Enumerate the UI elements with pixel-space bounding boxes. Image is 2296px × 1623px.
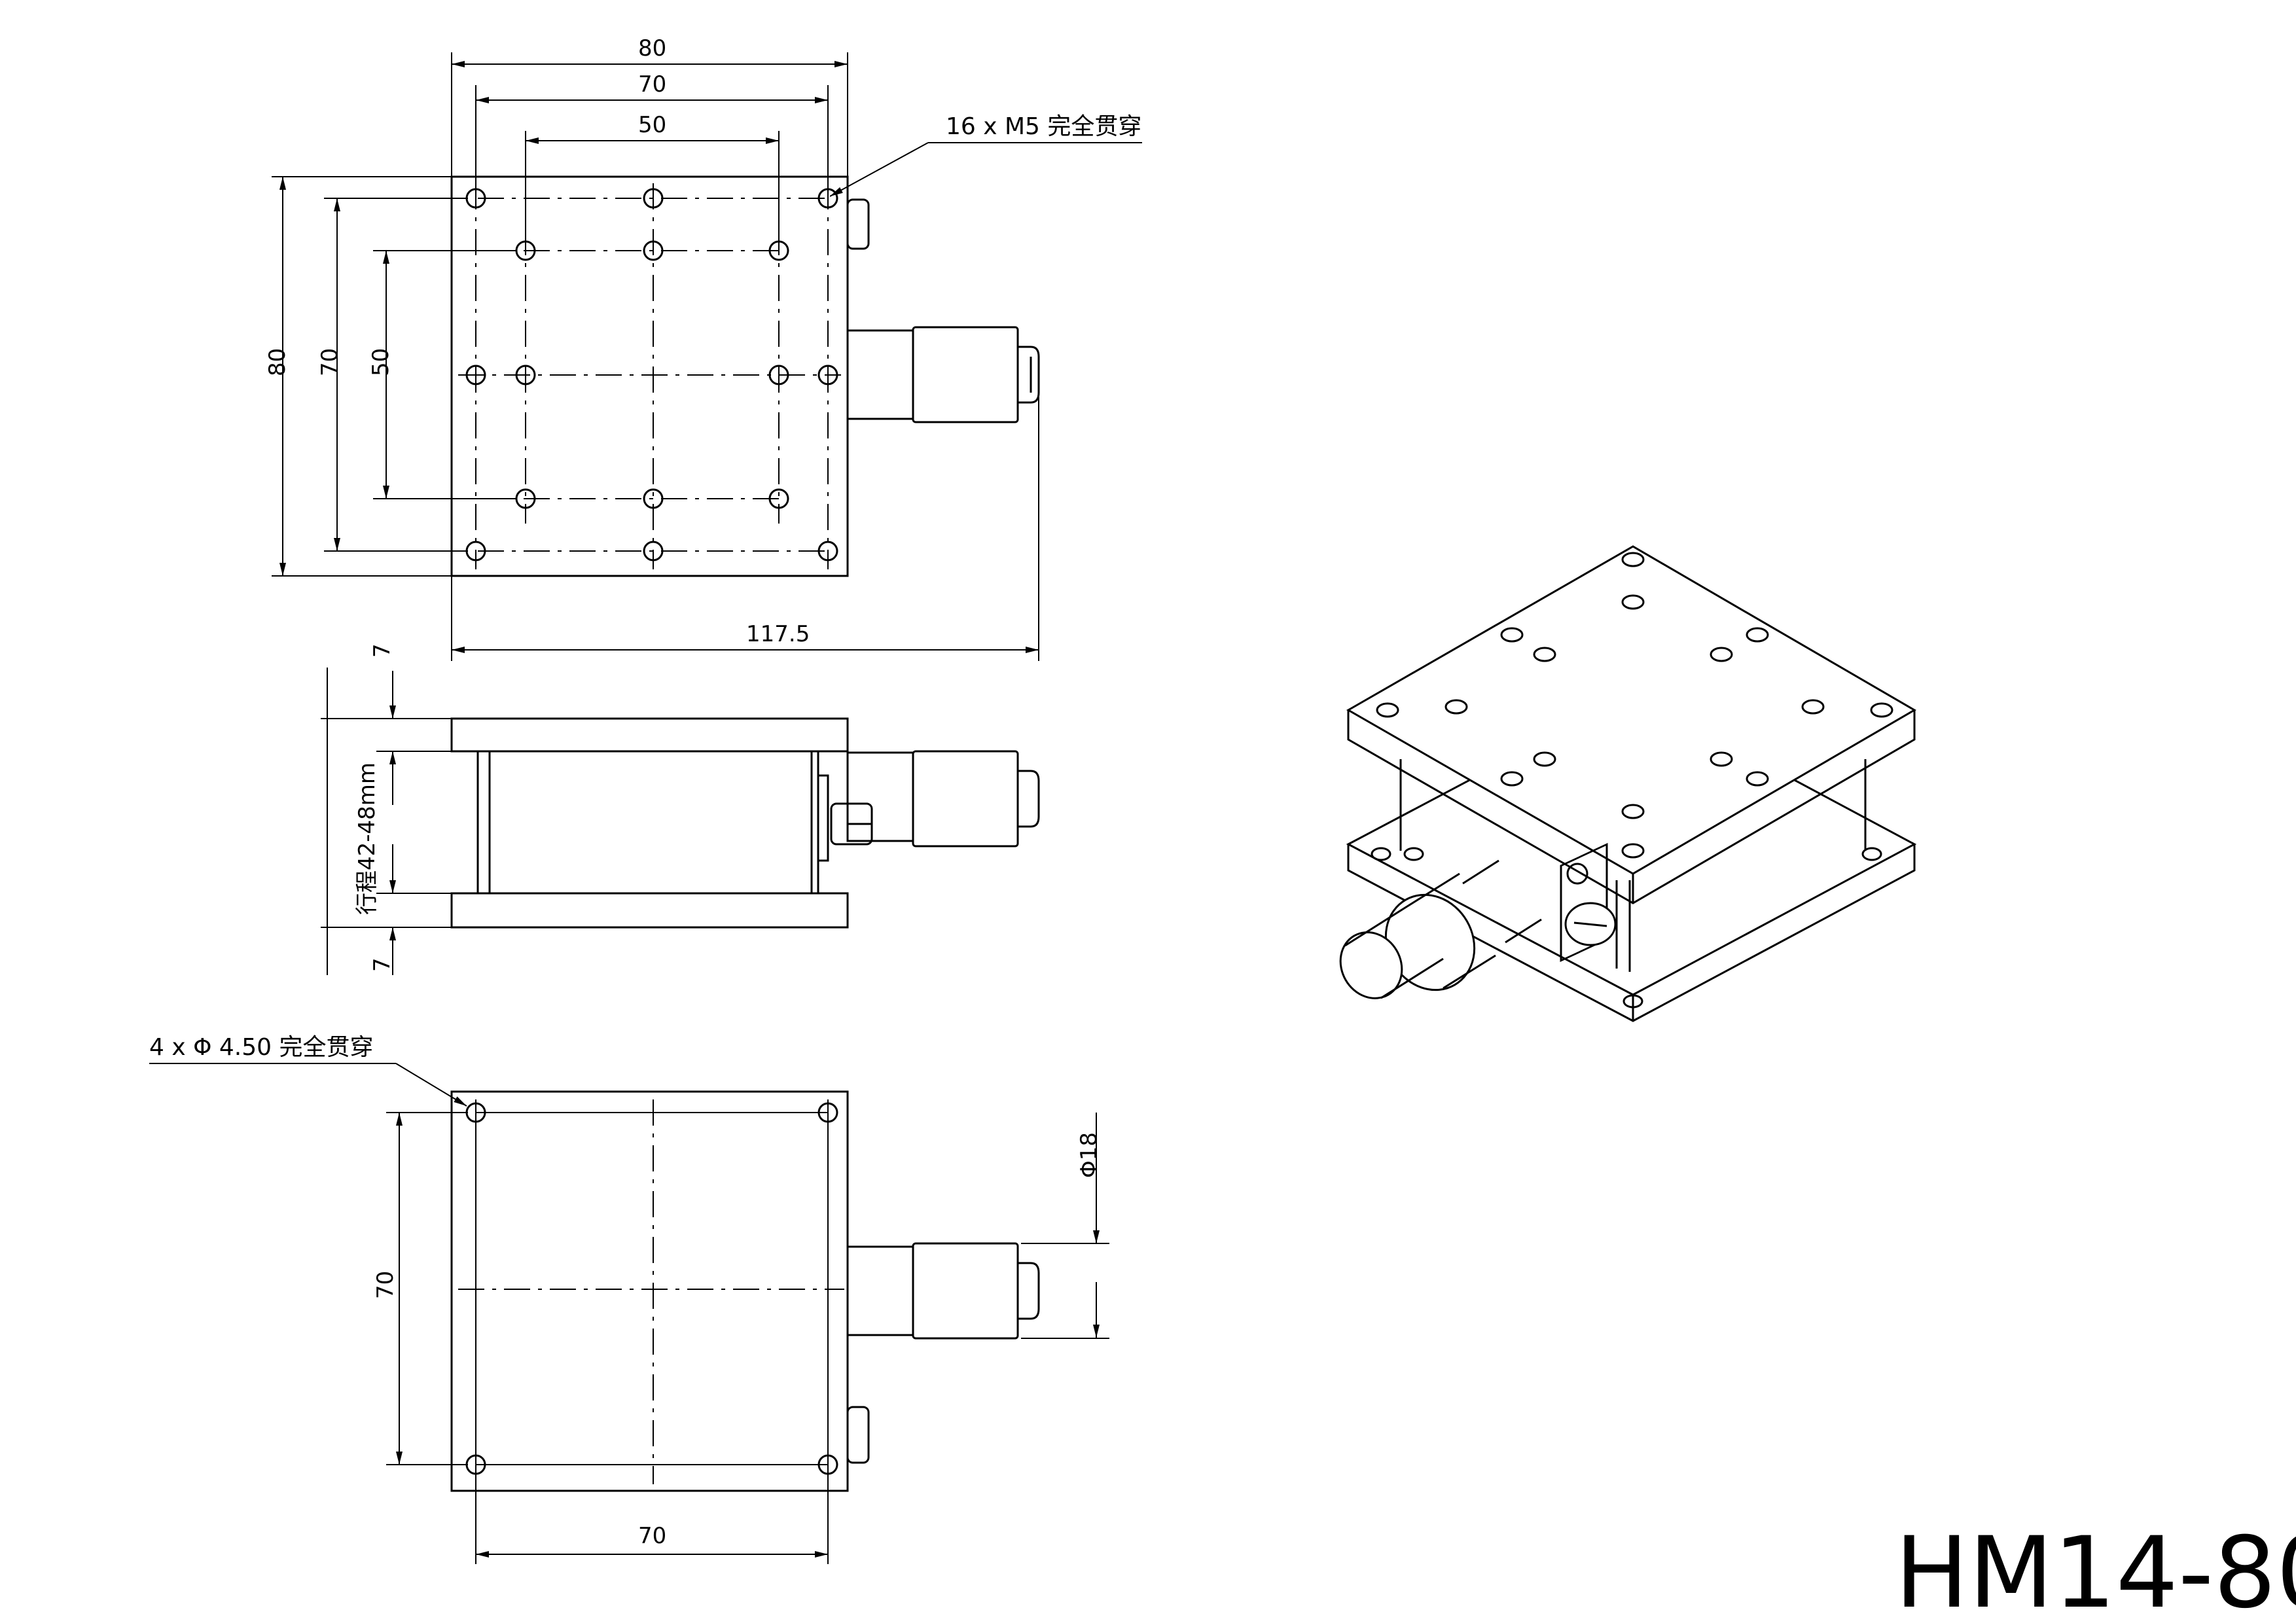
iso-holes xyxy=(1371,552,1893,1008)
side-bottom-plate xyxy=(450,892,849,929)
dim-width-inner: 50 xyxy=(638,112,666,138)
side-body xyxy=(476,750,819,895)
top-view xyxy=(272,52,1142,661)
top-hole-note: 16 x M5 完全贯穿 xyxy=(946,113,1141,140)
micrometer-top xyxy=(846,326,1040,423)
micrometer-side xyxy=(846,750,1040,847)
isometric-view xyxy=(1339,545,1917,1022)
dim-micrometer-dia: Φ18 xyxy=(1076,1132,1102,1178)
dim-hole-spacing-h: 70 xyxy=(638,1523,666,1549)
micrometer-bottom xyxy=(846,1242,1040,1340)
bottom-view xyxy=(149,1063,1109,1564)
bottom-plate-outline xyxy=(450,1090,849,1492)
dim-height-outer: 80 xyxy=(264,348,291,376)
dim-width-outer: 80 xyxy=(638,35,666,62)
model-title: HM14-80 xyxy=(1895,1516,2296,1623)
dim-travel: 行程42-48mm xyxy=(354,762,380,915)
dim-height-mid: 70 xyxy=(317,348,343,376)
clamp-knob xyxy=(846,198,870,250)
dim-height-inner: 50 xyxy=(368,348,394,376)
dim-width-mid: 70 xyxy=(638,71,666,98)
dim-bottom-thickness: 7 xyxy=(369,957,395,972)
iso-micrometer xyxy=(1339,859,1542,999)
dim-total-length: 117.5 xyxy=(746,621,810,647)
side-top-plate xyxy=(450,717,849,753)
iso-clamp xyxy=(1560,843,1617,963)
dim-top-thickness: 7 xyxy=(369,643,395,658)
bottom-hole-note: 4 x Φ 4.50 完全贯穿 xyxy=(149,1034,373,1061)
dim-hole-spacing-v: 70 xyxy=(372,1271,399,1299)
side-view xyxy=(321,668,1040,975)
